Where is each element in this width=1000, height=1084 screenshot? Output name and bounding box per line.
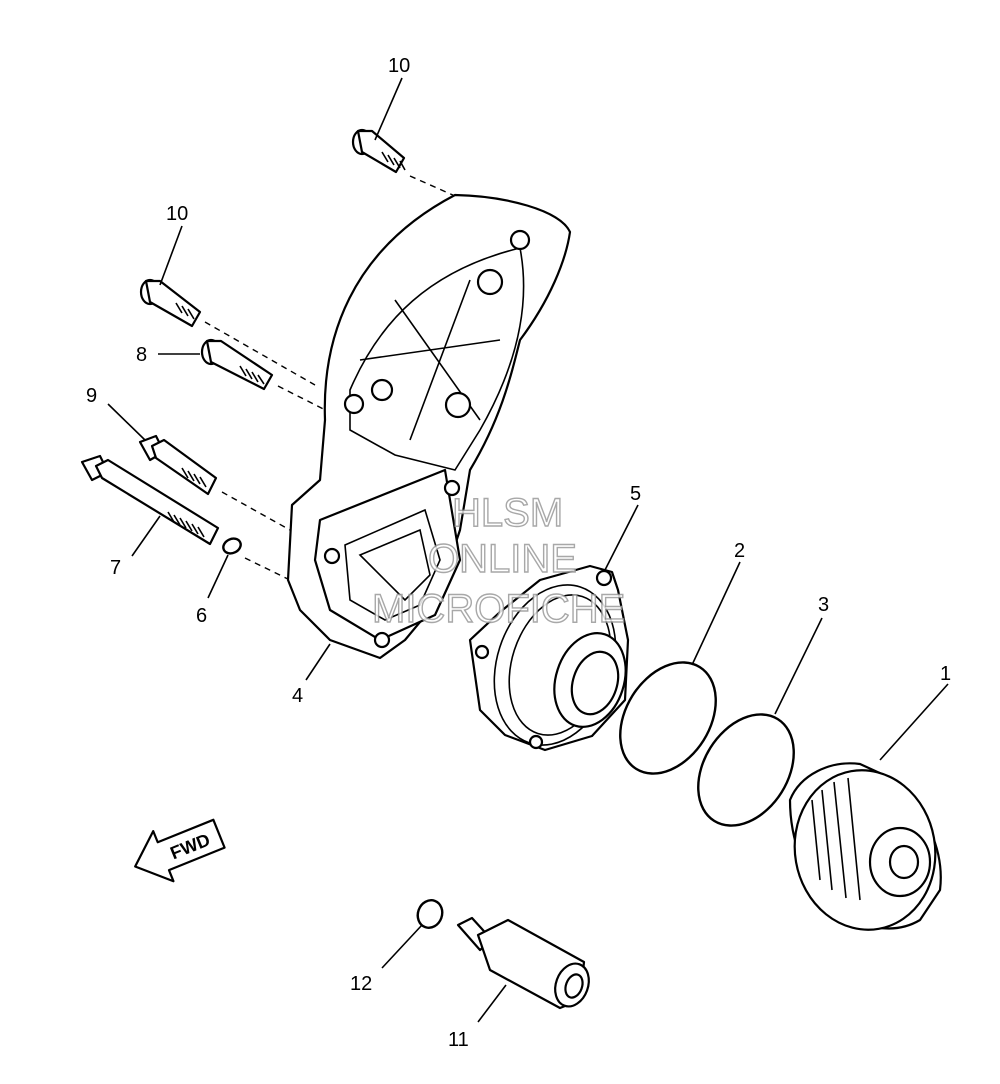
callout-5: 5 (630, 483, 641, 505)
leader-7 (131, 515, 161, 557)
leader-10-top (374, 77, 403, 141)
leader-11 (477, 984, 507, 1023)
callout-4: 4 (292, 685, 303, 707)
guide-line (277, 385, 346, 421)
o-ring-12[interactable] (414, 897, 446, 932)
bolt-10-mid[interactable] (139, 278, 202, 328)
callout-10-mid: 10 (166, 203, 188, 225)
leader-6 (207, 554, 229, 599)
housing-5[interactable] (468, 564, 637, 761)
guide-line (221, 491, 291, 531)
watermark-line-1: HLSM (452, 491, 563, 535)
watermark-line-2: ONLINE (428, 537, 577, 581)
callout-12: 12 (350, 973, 372, 995)
watermark: HLSM ONLINE MICROFICHE (371, 490, 626, 631)
callout-3: 3 (818, 594, 829, 616)
leader-2 (691, 561, 741, 666)
guide-line (409, 175, 456, 197)
callout-2: 2 (734, 540, 745, 562)
bolt-8[interactable] (200, 338, 274, 391)
bolt-7[interactable] (80, 454, 220, 546)
guide-line (244, 557, 291, 581)
callout-7: 7 (110, 557, 121, 579)
relief-valve-11[interactable] (456, 916, 595, 1011)
callout-6: 6 (196, 605, 207, 627)
o-ring-3[interactable] (679, 697, 814, 843)
callout-1: 1 (940, 663, 951, 685)
callout-9: 9 (86, 385, 97, 407)
callout-10-top: 10 (388, 55, 410, 77)
oil-filter-1[interactable] (782, 759, 948, 941)
leader-1 (879, 683, 949, 761)
leader-10-mid (159, 225, 183, 286)
leader-5 (604, 504, 639, 571)
callout-8: 8 (136, 344, 147, 366)
leader-9 (107, 403, 146, 441)
leader-3 (774, 617, 823, 715)
leader-4 (305, 643, 331, 681)
o-ring-6[interactable] (221, 536, 243, 556)
o-ring-2[interactable] (601, 645, 736, 791)
leader-12 (381, 924, 423, 969)
watermark-line-3: MICROFICHE (372, 587, 625, 631)
bolt-9[interactable] (138, 434, 218, 496)
callout-11: 11 (448, 1029, 469, 1051)
cover-4[interactable] (286, 193, 572, 660)
forward-direction-arrow: FWD (134, 818, 226, 883)
bolt-10-top[interactable] (351, 128, 406, 174)
